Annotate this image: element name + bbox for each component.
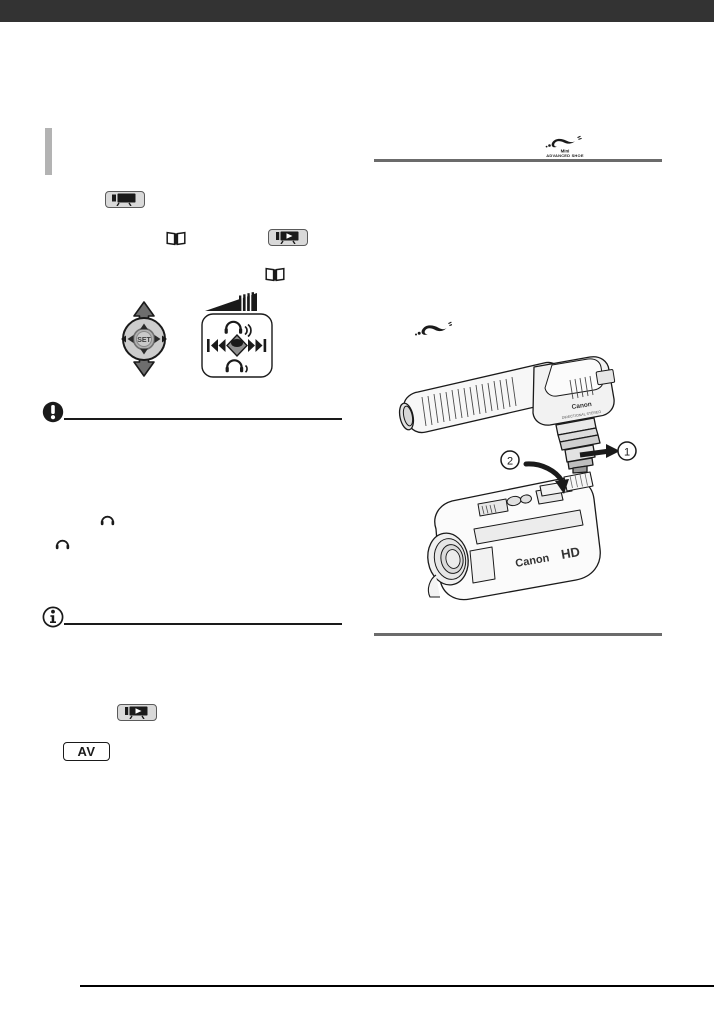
section-marker-bar — [45, 128, 52, 175]
mini-advanced-shoe-logo — [412, 320, 453, 347]
shoe-logo-caption-1: Mini — [561, 148, 570, 153]
headphones-icon — [100, 512, 115, 526]
exclamation-icon — [42, 401, 64, 423]
section-rule-bottom — [374, 633, 662, 636]
callout-rule — [64, 623, 342, 625]
joystick-figure: SET — [104, 300, 184, 383]
camera-mode-icon — [105, 191, 145, 208]
camcorder-hd-badge: HD — [560, 544, 581, 562]
svg-text:DIRECTIONAL STEREO: DIRECTIONAL STEREO — [562, 410, 602, 420]
info-icon — [42, 606, 64, 628]
open-book-icon — [265, 267, 285, 282]
headphones-icon — [55, 536, 70, 550]
av-terminal-icon: AV — [63, 742, 110, 761]
microphone-attachment-illustration: Canon DIRECTIONAL STEREO MICROPHONE — [374, 355, 662, 610]
joystick-set-label: SET — [137, 337, 151, 344]
shoe-logo-caption-2: ADVANCED SHOE — [546, 153, 584, 158]
header-band — [0, 0, 714, 22]
section-rule-top — [374, 159, 662, 162]
play-mode-icon — [268, 229, 308, 246]
open-book-icon — [166, 231, 186, 246]
camcorder-brand-label: Canon — [514, 552, 550, 570]
callout-rule — [64, 418, 342, 420]
joystick-guide-figure — [199, 289, 275, 385]
footer-rule — [80, 985, 714, 987]
callout-number-2: 2 — [507, 456, 513, 468]
mini-advanced-shoe-logo: Mini ADVANCED SHOE — [540, 133, 590, 164]
callout-number-1: 1 — [624, 447, 630, 459]
microphone-brand-label: Canon — [571, 401, 592, 411]
play-mode-icon — [117, 704, 157, 721]
